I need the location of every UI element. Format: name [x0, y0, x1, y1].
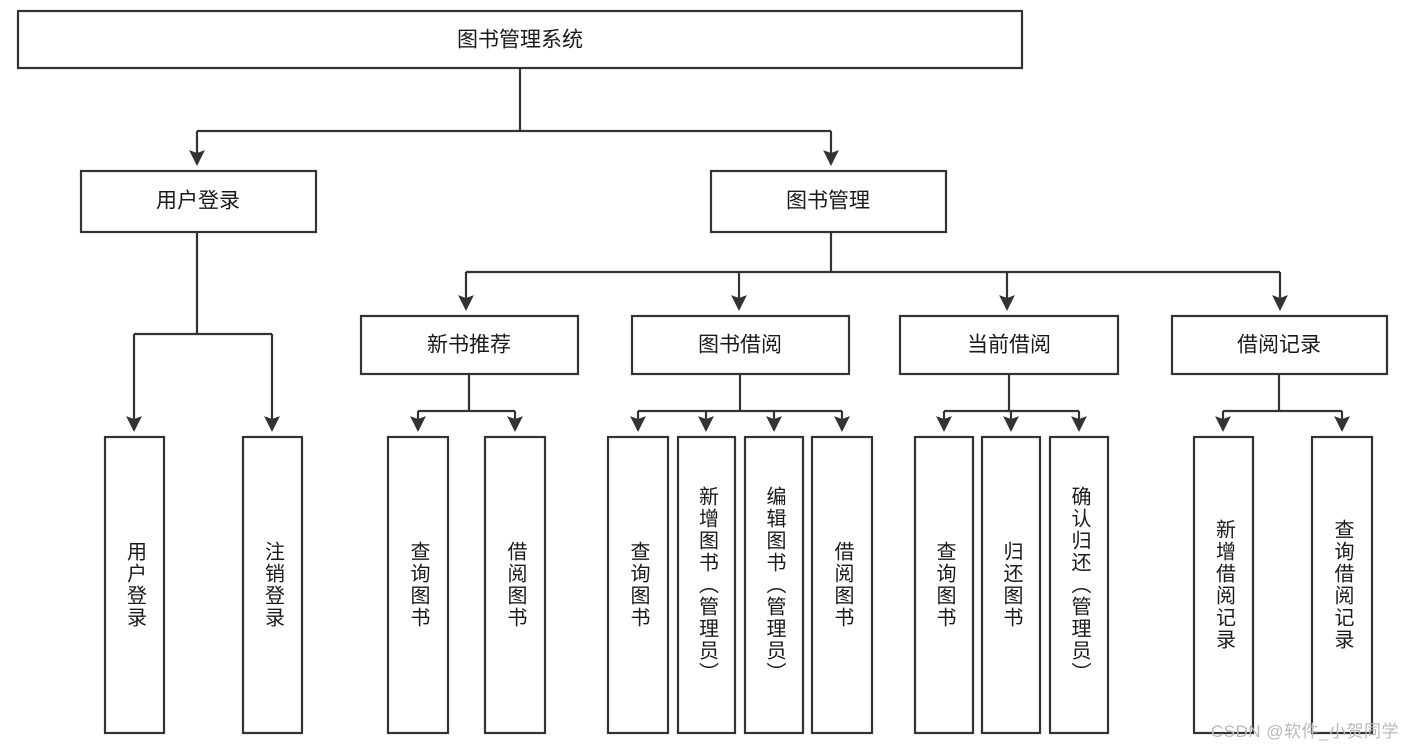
leaf-user-login-box[interactable] — [103, 435, 166, 735]
node-root-label: 图书管理系统 — [457, 29, 583, 52]
node-book-manage[interactable]: 图书管理 — [709, 169, 948, 234]
leaf-add-record-box[interactable] — [1192, 435, 1255, 735]
node-user-login-label: 用户登录 — [156, 190, 240, 213]
node-book-borrow-label: 图书借阅 — [698, 334, 782, 357]
node-current-borrow-box[interactable] — [898, 314, 1120, 376]
node-current-borrow[interactable]: 当前借阅 — [898, 314, 1120, 376]
node-user-login[interactable]: 用户登录 — [79, 169, 318, 234]
node-book-borrow[interactable]: 图书借阅 — [630, 314, 851, 376]
leaf-node-boxes — [103, 435, 1374, 735]
connector-root-to-level2 — [189, 68, 839, 166]
node-new-book-recommend-box[interactable] — [359, 314, 580, 376]
node-new-book-recommend[interactable]: 新书推荐 — [359, 314, 580, 376]
leaf-borrow-book-rec-box[interactable] — [483, 435, 547, 735]
connector-book-borrow-to-leaves — [630, 374, 850, 432]
node-user-login-box[interactable] — [79, 169, 318, 234]
node-root[interactable]: 图书管理系统 — [16, 9, 1024, 70]
node-borrow-record[interactable]: 借阅记录 — [1170, 314, 1389, 376]
leaf-query-book-borrow-box[interactable] — [606, 435, 670, 735]
leaf-query-book-rec-box[interactable] — [386, 435, 450, 735]
leaf-edit-book-box[interactable] — [743, 435, 805, 735]
node-borrow-record-label: 借阅记录 — [1237, 334, 1321, 357]
node-borrow-record-box[interactable] — [1170, 314, 1389, 376]
leaf-add-book-box[interactable] — [676, 435, 737, 735]
leaf-query-record-box[interactable] — [1310, 435, 1374, 735]
connector-borrow-record-to-leaves — [1215, 374, 1350, 432]
leaf-borrow-book-box[interactable] — [810, 435, 874, 735]
node-new-book-recommend-label: 新书推荐 — [427, 334, 511, 357]
node-current-borrow-label: 当前借阅 — [967, 334, 1051, 357]
connector-current-borrow-to-leaves — [936, 374, 1087, 432]
connector-new-book-rec-to-leaves — [410, 374, 523, 432]
leaf-return-book-box[interactable] — [980, 435, 1042, 735]
connector-book-manage-to-level3 — [458, 232, 1288, 311]
leaf-confirm-return-box[interactable] — [1048, 435, 1110, 735]
node-book-manage-box[interactable] — [709, 169, 948, 234]
node-book-manage-label: 图书管理 — [786, 190, 870, 213]
leaf-query-book-current-box[interactable] — [913, 435, 975, 735]
watermark-text: CSDN @软件_小贺同学 — [1210, 722, 1399, 741]
node-book-borrow-box[interactable] — [630, 314, 851, 376]
leaf-logout-box[interactable] — [241, 435, 304, 735]
node-root-box[interactable] — [16, 9, 1024, 70]
connector-user-login-to-leaves — [126, 232, 280, 432]
